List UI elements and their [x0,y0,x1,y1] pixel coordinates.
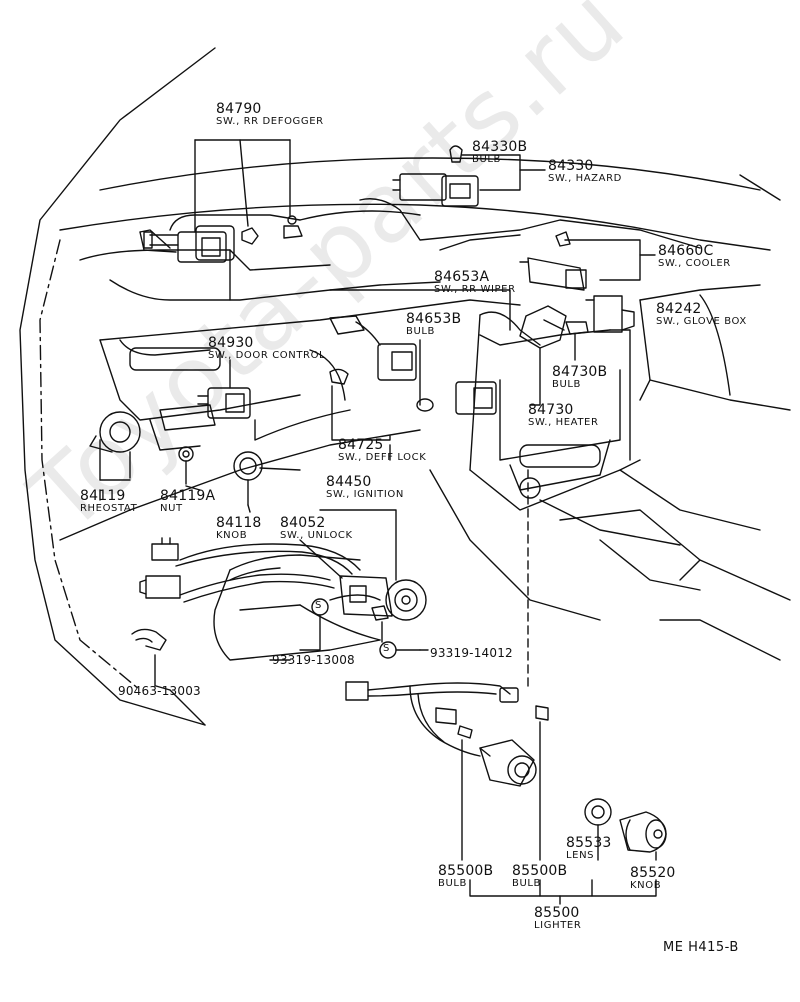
part-label-84790: 84790 SW., RR DEFOGGER [216,101,324,127]
lighter-wire-harness [345,681,549,757]
part-label-90463-13003: 90463-13003 [118,684,201,698]
ignition-switch [299,509,427,659]
part-label-84730B: 84730B BULB [552,364,608,390]
screw-marker-s: S [383,643,390,654]
part-label-84119: 84119 RHEOSTAT [80,488,138,514]
lighter-knob [619,811,667,861]
cooler-switch [519,231,656,291]
label-leader-lines [99,444,429,726]
door-control-switch [197,359,251,419]
rheostat-assembly [89,411,301,506]
screw-marker-s: S [315,600,322,611]
part-label-84930: 84930 SW., DOOR CONTROL [208,335,326,361]
glove-box-switch [585,295,635,333]
diagram-code: ME H415-B [663,940,739,955]
cigarette-lighter-socket [479,739,537,787]
part-label-93319-14012: 93319-14012 [430,646,513,660]
hazard-switch [392,145,546,207]
heater-switch [519,305,589,406]
rr-wiper-switch [329,289,511,412]
part-label-93319-13008: 93319-13008 [272,653,355,667]
deff-lock-switch [329,368,497,441]
part-label-84450: 84450 SW., IGNITION [326,474,404,500]
part-label-85520: 85520 KNOB [630,865,676,891]
part-label-85500: 85500 LIGHTER [534,905,582,931]
center-console [429,469,791,661]
part-label-84330: 84330 SW., HAZARD [548,158,622,184]
rr-defogger-switch [143,139,303,263]
part-label-84119A: 84119A NUT [160,488,216,514]
windshield-pillar-outline [19,47,781,726]
part-label-84660C: 84660C SW., COOLER [658,243,731,269]
part-label-84052: 84052 SW., UNLOCK [280,515,353,541]
dashboard-upper-surface [59,157,771,301]
ignition-wire-harness [131,537,361,687]
part-label-84730: 84730 SW., HEATER [528,402,599,428]
part-label-85533: 85533 LENS [566,835,612,861]
part-label-84118: 84118 KNOB [216,515,262,541]
lighter-lens [584,798,612,861]
part-label-84725: 84725 SW., DEFF LOCK [338,437,427,463]
lighter-leader-lines [461,469,657,905]
part-label-84330B: 84330B BULB [472,139,528,165]
part-label-84242: 84242 SW., GLOVE BOX [656,301,747,327]
part-label-85500B-right: 85500B BULB [512,863,568,889]
part-label-84653B: 84653B BULB [406,311,462,337]
instrument-cluster-bezel [139,210,421,261]
part-label-84653A: 84653A SW., RR WIPER [434,269,516,295]
steering-column-cover [213,554,381,661]
part-label-85500B-left: 85500B BULB [438,863,494,889]
